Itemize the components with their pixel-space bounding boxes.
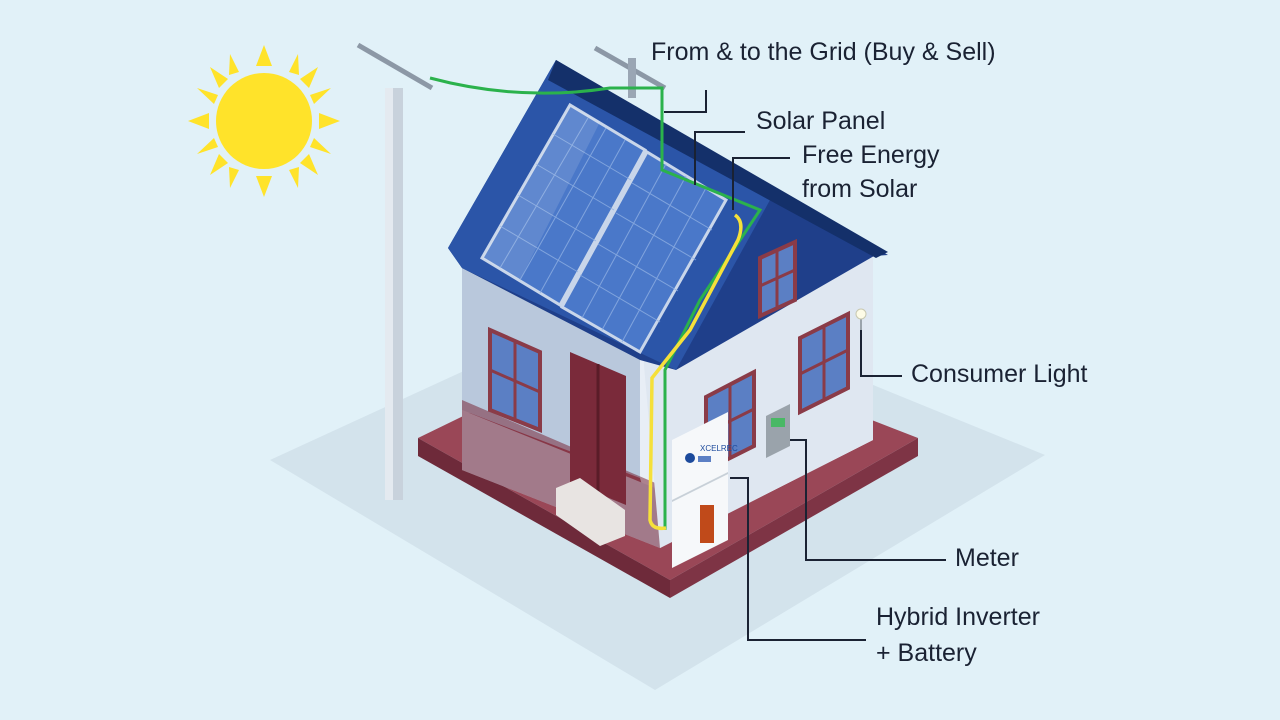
label-free-energy-line1: Free Energy bbox=[802, 141, 940, 169]
leader-lines bbox=[664, 90, 946, 641]
meter-box bbox=[766, 404, 790, 458]
label-solar-panel: Solar Panel bbox=[756, 107, 886, 135]
label-inverter-line1: Hybrid Inverter bbox=[876, 603, 1040, 631]
solar-wire bbox=[648, 213, 743, 531]
label-inverter-line2: + Battery bbox=[876, 639, 977, 667]
sun-icon bbox=[188, 45, 340, 197]
door-step bbox=[556, 478, 625, 546]
label-consumer-light: Consumer Light bbox=[911, 360, 1088, 388]
power-pole-left bbox=[356, 42, 434, 500]
label-grid: From & to the Grid (Buy & Sell) bbox=[651, 38, 996, 66]
solar-panel-array bbox=[479, 102, 729, 355]
inverter-brand: XCELREC bbox=[700, 444, 738, 453]
label-free-energy-line2: from Solar bbox=[802, 175, 918, 203]
power-pole-right bbox=[593, 45, 667, 98]
front-door bbox=[570, 352, 626, 505]
hybrid-inverter-battery: XCELREC bbox=[672, 412, 738, 568]
label-meter: Meter bbox=[955, 544, 1019, 572]
consumer-light-icon bbox=[855, 308, 867, 330]
